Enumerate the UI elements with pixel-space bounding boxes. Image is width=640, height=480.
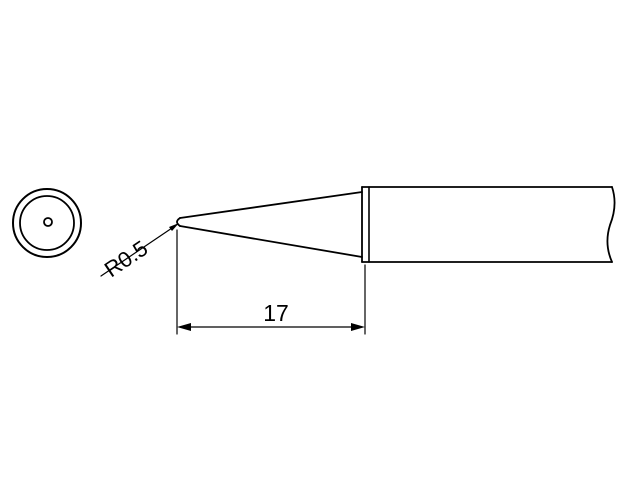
radius-leader-line: [100, 225, 176, 277]
radius-callout: R0.5: [100, 223, 179, 282]
tip-end-view: [12, 188, 82, 258]
tip-rounded-point: [176, 217, 181, 227]
end-view-outer-circle: [12, 188, 82, 258]
length-label: 17: [263, 300, 289, 326]
taper-lower-edge: [179, 225, 363, 258]
length-dimension: 17: [176, 229, 366, 335]
shaft-break-line: [606, 186, 616, 263]
dimension-arrow-left: [177, 323, 191, 331]
end-view-inner-circle: [19, 195, 75, 251]
radius-leader-arrowhead: [169, 223, 179, 231]
radius-label: R0.5: [100, 235, 153, 282]
end-view-center-dot: [43, 217, 53, 227]
taper-upper-edge: [179, 191, 363, 219]
tip-side-view: [176, 186, 616, 263]
dimension-arrow-right: [351, 323, 365, 331]
